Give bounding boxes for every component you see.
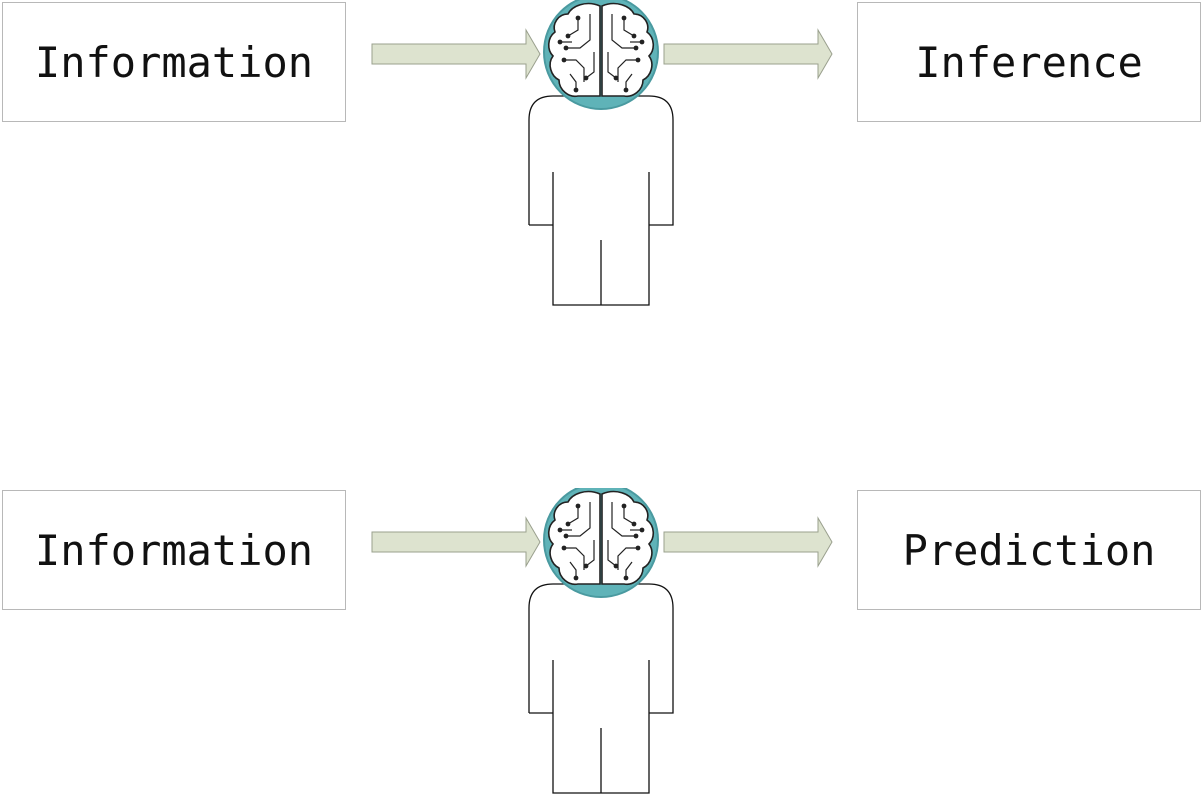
information-box: Information — [2, 2, 346, 122]
prediction-label: Prediction — [902, 525, 1156, 575]
diagram-row-inference: Information Inference — [0, 0, 1202, 310]
information-box: Information — [2, 490, 346, 610]
inference-box: Inference — [857, 2, 1201, 122]
right-arrow-icon — [370, 26, 542, 82]
right-arrow-icon — [662, 26, 834, 82]
person-with-circuit-brain-icon — [520, 0, 682, 310]
right-arrow-icon — [662, 514, 834, 570]
diagram-row-prediction: Information Prediction — [0, 488, 1202, 798]
prediction-box: Prediction — [857, 490, 1201, 610]
inference-label: Inference — [915, 37, 1143, 87]
information-label: Information — [34, 525, 314, 575]
person-with-circuit-brain-icon — [520, 488, 682, 798]
right-arrow-icon — [370, 514, 542, 570]
information-label: Information — [34, 37, 314, 87]
